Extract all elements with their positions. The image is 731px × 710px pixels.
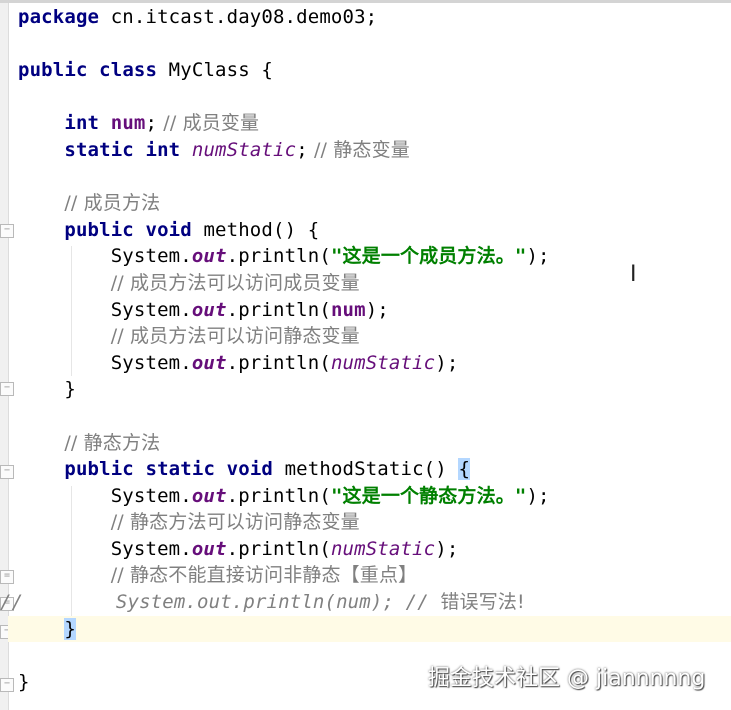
matched-brace: { [458, 458, 471, 481]
editor-gutter[interactable] [0, 3, 8, 710]
code-line-println: System.out.println(num); [110, 298, 389, 321]
code-line-commented-out: // System.out.println(num); // 错误写法! [0, 591, 525, 614]
code-line-println: System.out.println(numStatic); [110, 351, 459, 374]
indent-guide [71, 486, 72, 616]
keyword: static [64, 138, 134, 161]
code-line-field-numstatic: static int numStatic; // 静态变量 [64, 138, 410, 161]
comment: // 成员方法可以访问成员变量 [110, 271, 360, 294]
code-line-blank [18, 84, 731, 111]
keyword: public [64, 218, 134, 241]
fold-marker-icon[interactable]: = [0, 597, 14, 611]
code-line-println: System.out.println("这是一个静态方法。"); [110, 484, 550, 507]
code-editor[interactable]: package cn.itcast.day08.demo03; public c… [0, 4, 731, 695]
comment: // 静态方法 [64, 431, 161, 454]
code-line-class-close: } [18, 670, 30, 693]
code-line-println: System.out.println("这是一个成员方法。"); [110, 245, 550, 268]
indent-guide [71, 246, 72, 376]
comment: // 成员方法 [64, 192, 161, 215]
keyword: static [145, 458, 216, 481]
code-line-blank [18, 403, 731, 430]
fold-collapse-icon[interactable]: − [0, 465, 14, 479]
keyword: public [64, 458, 134, 481]
keyword: package [18, 6, 100, 28]
code-line-blank [18, 164, 731, 191]
comment: // 成员变量 [157, 112, 260, 135]
code-line-close-brace: } [64, 378, 76, 401]
fold-collapse-icon[interactable]: − [0, 224, 14, 238]
keyword: public [18, 59, 88, 82]
comment: // 成员方法可以访问静态变量 [110, 325, 360, 348]
code-line-class-decl: public class MyClass { [18, 57, 731, 84]
gutter-divider [8, 3, 9, 710]
string-literal: "这是一个成员方法。" [330, 245, 527, 268]
code-line-comment: // 成员方法可以访问静态变量 [18, 323, 731, 350]
keyword: int [145, 138, 181, 161]
code-line-println: System.out.println(numStatic); [110, 537, 459, 560]
code-line-comment: // 静态方法可以访问静态变量 [18, 509, 731, 536]
code-line-comment: // 成员方法可以访问成员变量 [18, 270, 731, 297]
code-line-comment: // 成员方法 [18, 190, 731, 217]
field-name: num [110, 112, 146, 135]
code-line-package: package cn.itcast.day08.demo03; [18, 4, 731, 31]
keyword: void [145, 218, 192, 241]
static-field-name: numStatic [191, 138, 297, 161]
matched-brace: } [64, 617, 76, 640]
comment: // 静态方法可以访问静态变量 [110, 511, 360, 534]
class-name: MyClass { [157, 59, 273, 82]
code-line-comment: // 静态方法 [18, 430, 731, 457]
keyword: int [64, 112, 100, 135]
code-line-method-decl: public void method() { [64, 218, 320, 241]
code-line-blank [18, 31, 731, 58]
fold-end-icon[interactable]: − [0, 382, 14, 396]
comment: 错误写法! [440, 591, 525, 614]
code-line-static-method-decl: public static void methodStatic() { [64, 458, 471, 481]
package-name: cn.itcast.day08.demo03; [99, 6, 378, 28]
window-top-border [0, 0, 731, 3]
comment: // 静态变量 [307, 138, 410, 161]
fold-marker-icon[interactable]: = [0, 570, 14, 584]
code-line-comment: // 静态不能直接访问非静态【重点】 [18, 562, 731, 589]
comment: // 静态不能直接访问非静态【重点】 [110, 564, 418, 587]
string-literal: "这是一个静态方法。" [330, 484, 527, 507]
watermark: 掘金技术社区 @ jiannnnng [428, 666, 706, 691]
code-line-current: } [8, 615, 731, 643]
text-cursor-icon: I [630, 262, 637, 287]
keyword: void [226, 458, 273, 481]
keyword: class [99, 59, 158, 82]
fold-end-icon[interactable]: − [0, 678, 14, 692]
code-line-field-num: int num; // 成员变量 [64, 112, 260, 135]
